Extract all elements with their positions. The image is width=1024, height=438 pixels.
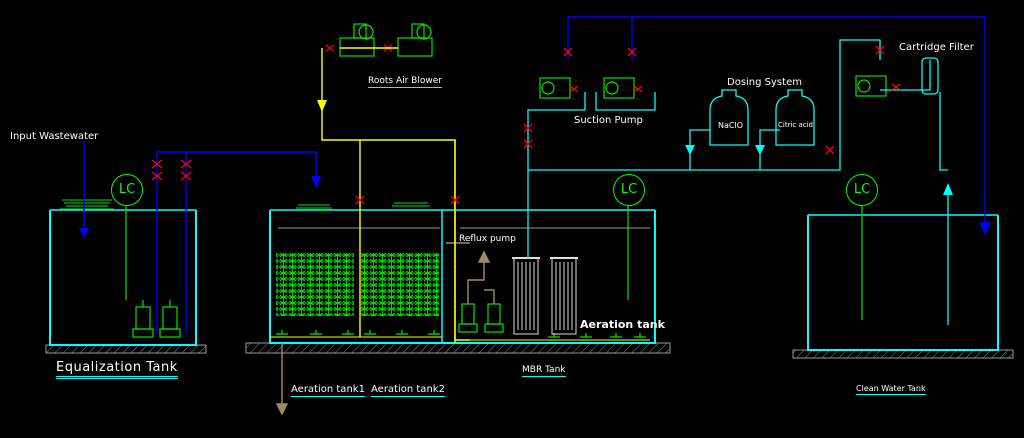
reflux-pump-label: Reflux pump xyxy=(459,234,516,244)
suction-pump xyxy=(539,75,887,99)
submersible-pump-icon xyxy=(132,300,181,338)
equalization-tank-label: Equalization Tank xyxy=(56,360,178,379)
naclo-label: NaClO xyxy=(718,121,743,130)
level-controller-clean-water: LC xyxy=(846,174,878,206)
input-wastewater-label: Input Wastewater xyxy=(10,131,99,142)
equalization-tank xyxy=(45,199,207,354)
clean-water-tank xyxy=(792,214,1014,359)
aeration-tank-label: Aeration tank xyxy=(580,318,665,331)
dosing-tank xyxy=(709,89,815,146)
roots-air-blower-label: Roots Air Blower xyxy=(368,76,442,88)
mbr-membrane-module xyxy=(512,257,578,335)
aeration-mbr-tank xyxy=(245,202,671,416)
aeration-tank2-label: Aeration tank2 xyxy=(371,384,445,397)
permeate-line xyxy=(527,39,948,258)
cartridge-filter-vessel xyxy=(921,57,939,95)
input-arrow xyxy=(79,141,89,238)
tank-cover-icon xyxy=(60,199,114,210)
level-controller-mbr: LC xyxy=(613,174,645,206)
aeration-tank1-label: Aeration tank1 xyxy=(291,384,365,397)
air-diffuser-icon xyxy=(276,330,646,338)
level-controller-equalization: LC xyxy=(111,174,143,206)
mbr-tank-label: MBR Tank xyxy=(522,365,566,377)
air-line xyxy=(321,47,470,343)
suction-pump-label: Suction Pump xyxy=(574,115,643,126)
water-line xyxy=(156,151,317,333)
dosing-system-label: Dosing System xyxy=(727,77,802,88)
reflux-pump-icon xyxy=(458,303,504,333)
biofilm-media-block-1 xyxy=(276,253,354,316)
biofilm-media-block-2 xyxy=(361,253,439,316)
cartridge-filter-label: Cartridge Filter xyxy=(899,42,974,53)
roots-air-blower xyxy=(339,23,433,57)
citric-acid-label: Citric acid xyxy=(778,121,813,129)
clean-water-tank-label: Clean Water Tank xyxy=(856,384,926,395)
